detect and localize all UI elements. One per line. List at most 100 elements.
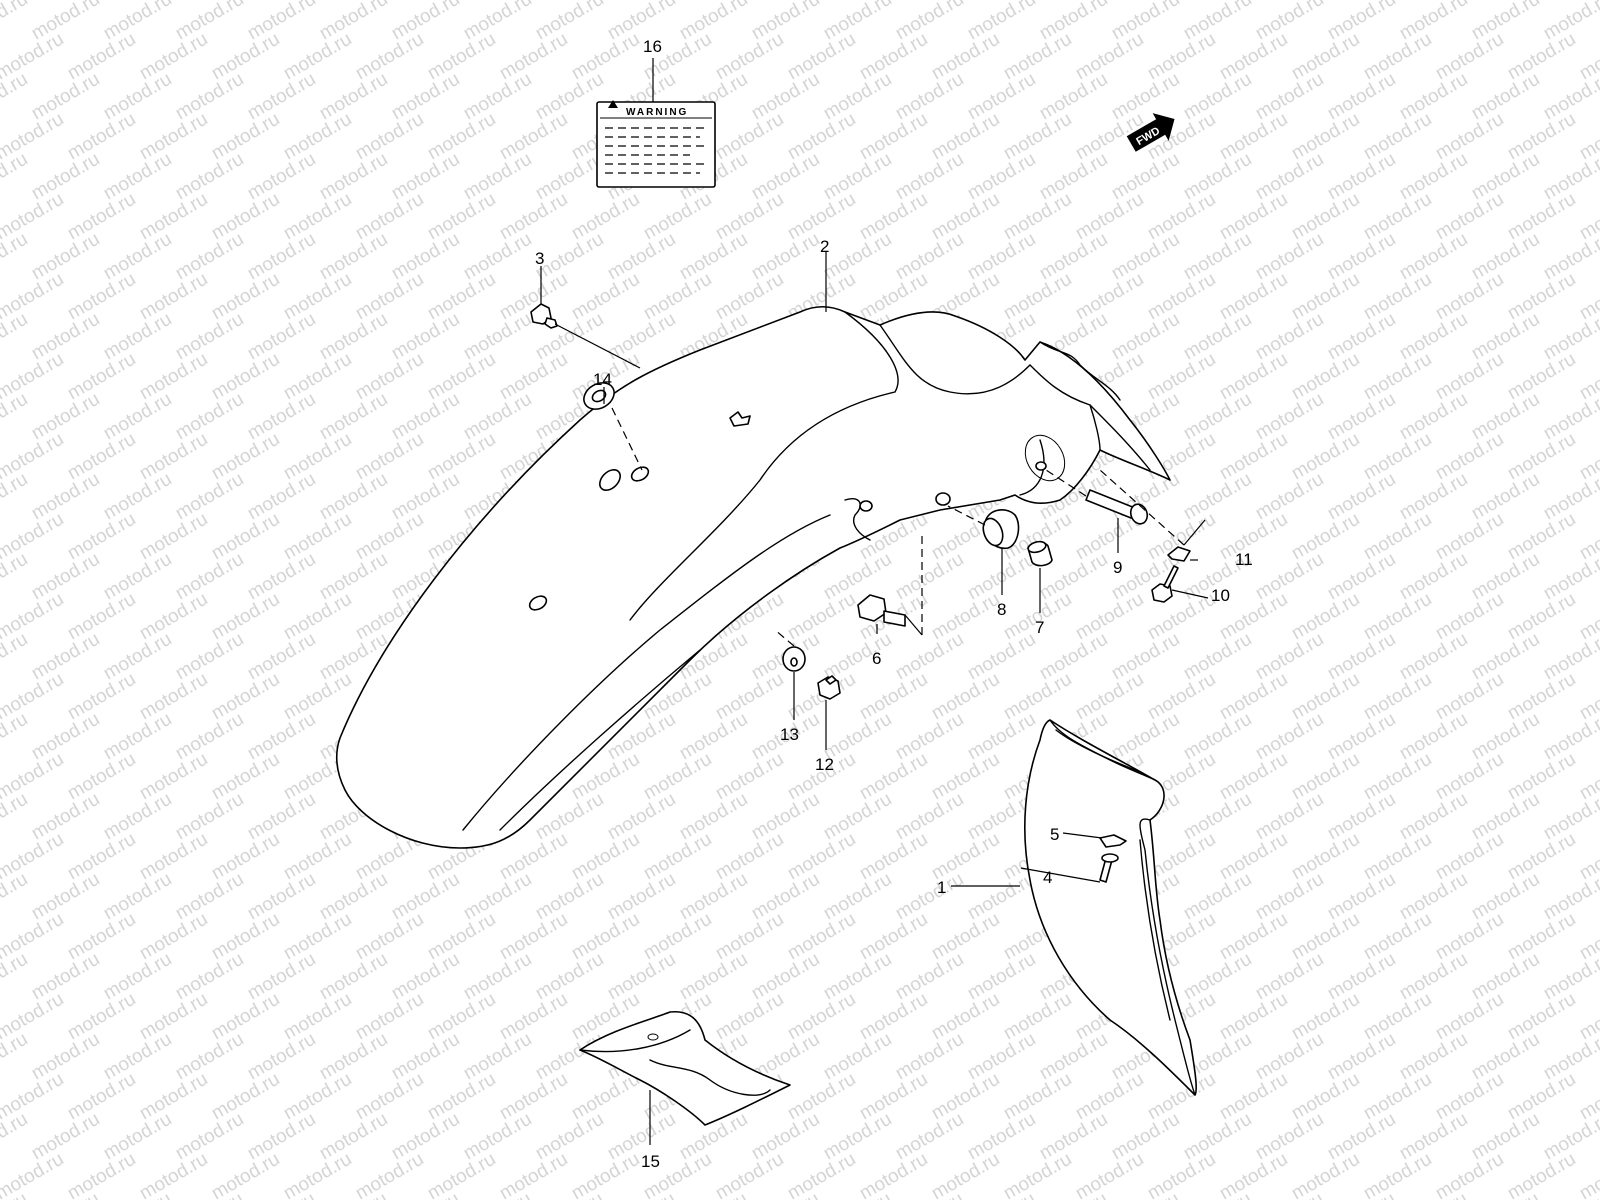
watermark-text: motod.ru	[1324, 949, 1399, 1005]
watermark-text: motod.ru	[460, 229, 535, 285]
watermark-text: motod.ru	[0, 389, 31, 445]
warning-label-title: WARNING	[626, 107, 688, 118]
watermark-text: motod.ru	[1180, 789, 1255, 845]
watermark-text: motod.ru	[316, 389, 391, 445]
watermark-text: motod.ru	[1216, 349, 1291, 405]
callout-10: 10	[1211, 586, 1230, 605]
watermark-text: motod.ru	[208, 29, 283, 85]
watermark-text: motod.ru	[1108, 229, 1183, 285]
watermark-text: motod.ru	[1324, 549, 1399, 605]
watermark-text: motod.ru	[100, 389, 175, 445]
watermark-text: motod.ru	[28, 229, 103, 285]
watermark-text: motod.ru	[460, 1029, 535, 1085]
watermark-text: motod.ru	[424, 909, 499, 965]
watermark-text: motod.ru	[388, 69, 463, 125]
watermark-text: motod.ru	[892, 709, 967, 765]
watermark-text: motod.ru	[1324, 69, 1399, 125]
watermark-text: motod.ru	[784, 909, 859, 965]
watermark-text: motod.ru	[1216, 269, 1291, 325]
watermark-text: motod.ru	[1000, 29, 1075, 85]
watermark-text: motod.ru	[1180, 709, 1255, 765]
watermark-text: motod.ru	[244, 629, 319, 685]
watermark-text: motod.ru	[1504, 1069, 1579, 1125]
watermark-text: motod.ru	[352, 989, 427, 1045]
watermark-text: motod.ru	[64, 189, 139, 245]
watermark-text: motod.ru	[1432, 509, 1507, 565]
callout-12: 12	[815, 755, 834, 774]
watermark-text: motod.ru	[820, 1029, 895, 1085]
watermark-text: motod.ru	[1180, 949, 1255, 1005]
nut-part-11	[1167, 546, 1191, 562]
watermark-text: motod.ru	[388, 389, 463, 445]
watermark-text: motod.ru	[28, 789, 103, 845]
watermark-text: motod.ru	[1396, 309, 1471, 365]
watermark-text: motod.ru	[748, 789, 823, 845]
watermark-text: motod.ru	[640, 189, 715, 245]
bolt-part-9	[1085, 489, 1149, 525]
watermark-text: motod.ru	[0, 149, 31, 205]
watermark-text: motod.ru	[1324, 1029, 1399, 1085]
watermark-text: motod.ru	[1252, 469, 1327, 525]
watermark-text: motod.ru	[424, 429, 499, 485]
watermark-text: motod.ru	[0, 0, 31, 44]
watermark-text: motod.ru	[28, 1029, 103, 1085]
watermark-text: motod.ru	[1180, 69, 1255, 125]
watermark-text: motod.ru	[820, 149, 895, 205]
watermark-text: motod.ru	[172, 69, 247, 125]
watermark-text: motod.ru	[1396, 69, 1471, 125]
watermark-text: motod.ru	[0, 629, 31, 685]
watermark-text: motod.ru	[1288, 589, 1363, 645]
watermark-text: motod.ru	[1432, 109, 1507, 165]
watermark-text: motod.ru	[172, 469, 247, 525]
rear-fender	[335, 305, 1171, 849]
watermark-text: motod.ru	[1216, 989, 1291, 1045]
watermark-text: motod.ru	[1216, 189, 1291, 245]
watermark-text: motod.ru	[388, 1029, 463, 1085]
watermark-text: motod.ru	[964, 709, 1039, 765]
watermark-text: motod.ru	[1180, 469, 1255, 525]
mudguard-extension	[1024, 719, 1197, 1096]
watermark-text: motod.ru	[64, 509, 139, 565]
watermark-text: motod.ru	[208, 509, 283, 565]
watermark-text: motod.ru	[1216, 909, 1291, 965]
watermark-text: motod.ru	[64, 1069, 139, 1125]
watermark-text: motod.ru	[136, 349, 211, 405]
watermark-text: motod.ru	[1072, 669, 1147, 725]
watermark-text: motod.ru	[1108, 149, 1183, 205]
watermark-text: motod.ru	[1288, 669, 1363, 725]
watermark-text: motod.ru	[1252, 709, 1327, 765]
watermark-text: motod.ru	[712, 829, 787, 885]
watermark-text: motod.ru	[208, 189, 283, 245]
watermark-text: motod.ru	[100, 549, 175, 605]
watermark-text: motod.ru	[1000, 989, 1075, 1045]
watermark-text: motod.ru	[316, 0, 391, 44]
watermark-text: motod.ru	[1396, 869, 1471, 925]
watermark-text: motod.ru	[820, 1109, 895, 1165]
watermark-text: motod.ru	[928, 589, 1003, 645]
watermark-text: motod.ru	[712, 29, 787, 85]
watermark-text: motod.ru	[1360, 829, 1435, 885]
watermark-text: motod.ru	[676, 789, 751, 845]
callout-2: 2	[820, 237, 829, 256]
watermark-text: motod.ru	[1324, 1109, 1399, 1165]
watermark-text: motod.ru	[856, 989, 931, 1045]
watermark-text: motod.ru	[1396, 149, 1471, 205]
watermark-text: motod.ru	[1396, 469, 1471, 525]
watermark-text: motod.ru	[1576, 0, 1600, 4]
watermark-text: motod.ru	[136, 589, 211, 645]
watermark-text: motod.ru	[856, 1149, 931, 1200]
watermark-text: motod.ru	[640, 909, 715, 965]
leader-lines	[540, 58, 1209, 1145]
watermark-text: motod.ru	[1288, 349, 1363, 405]
watermark-text: motod.ru	[280, 1069, 355, 1125]
watermark-text: motod.ru	[136, 989, 211, 1045]
watermark-text: motod.ru	[316, 1029, 391, 1085]
watermark-text: motod.ru	[208, 669, 283, 725]
document-bag	[579, 1011, 791, 1126]
watermark-text: motod.ru	[1504, 189, 1579, 245]
watermark-text: motod.ru	[1216, 669, 1291, 725]
watermark-text: motod.ru	[496, 989, 571, 1045]
watermark-text: motod.ru	[100, 0, 175, 44]
watermark-text: motod.ru	[748, 949, 823, 1005]
